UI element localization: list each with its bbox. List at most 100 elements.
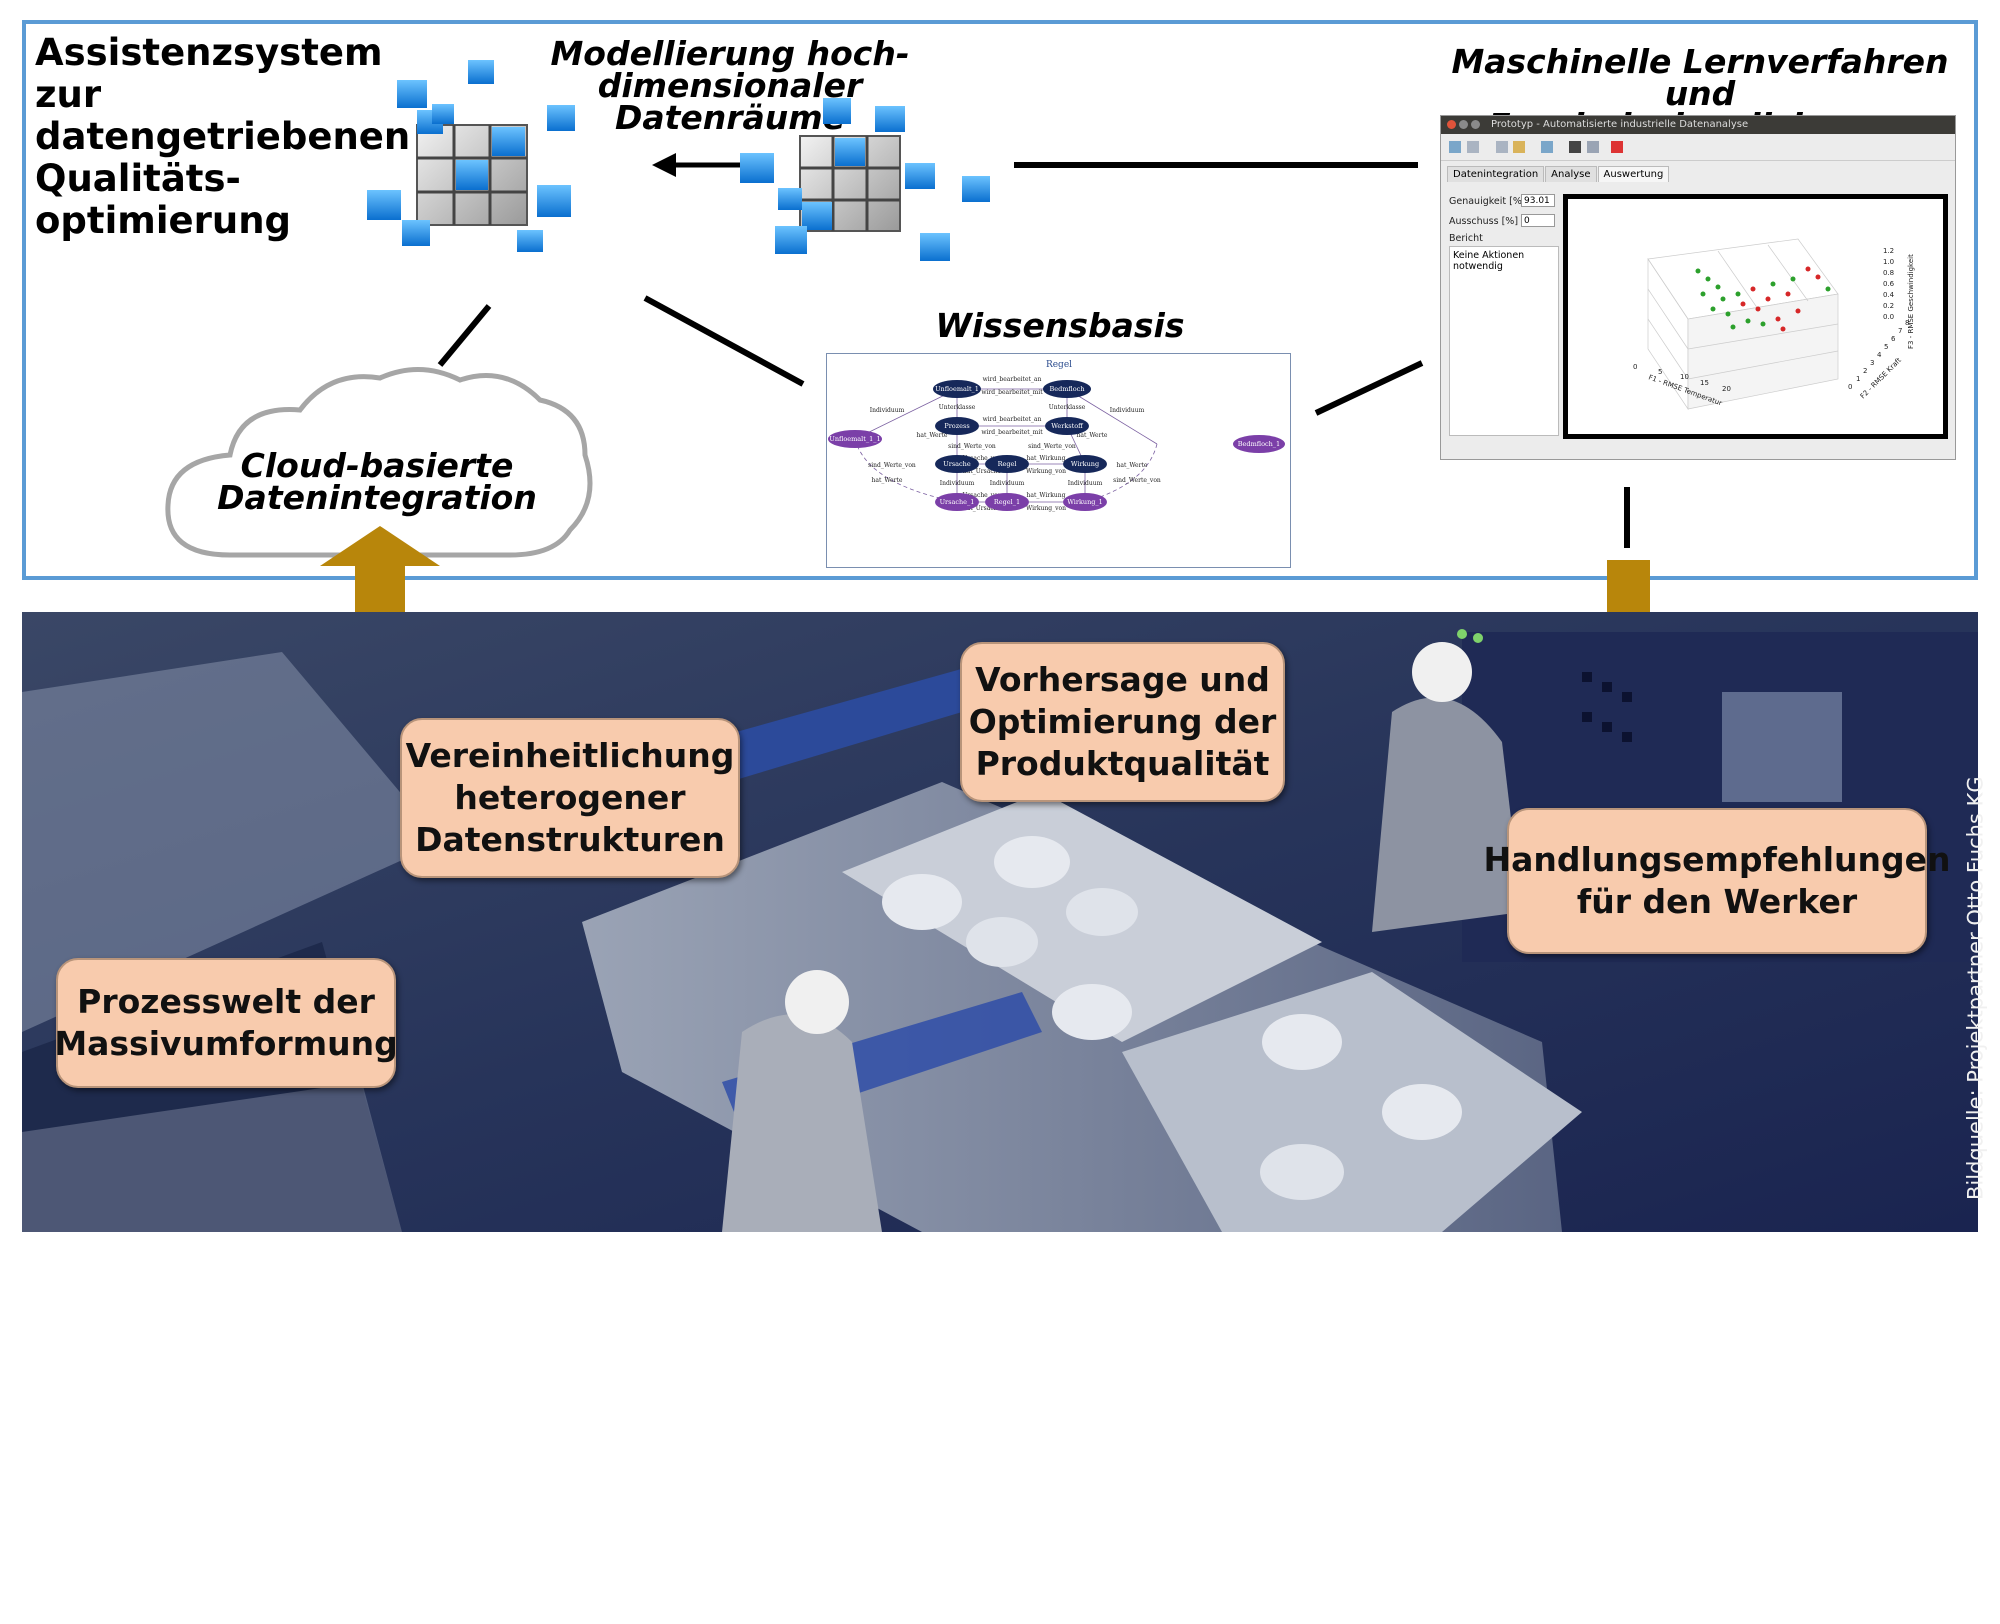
graph-title: Regel — [1046, 360, 1072, 370]
edge-label: hat_Werte — [1077, 432, 1108, 439]
edge-label: hat_Ursache — [963, 468, 1002, 475]
z-tick: 0.6 — [1883, 280, 1895, 288]
z-axis-label: F3 - RMSE Geschwindigkeit — [1907, 254, 1915, 349]
scrap-field[interactable]: 0 — [1521, 214, 1555, 227]
edge-label: Wirkung_von — [1026, 468, 1066, 475]
scatter-point — [1780, 326, 1786, 332]
x-tick: 10 — [1680, 373, 1689, 381]
scatter-point — [1755, 306, 1761, 312]
box-vorhersage: Vorhersage und Optimierung der Produktqu… — [960, 642, 1285, 802]
box-text: Produktqualität — [975, 744, 1270, 783]
worker-right — [1372, 642, 1522, 932]
scatter-point — [1745, 318, 1751, 324]
z-tick: 1.2 — [1883, 247, 1894, 255]
minimize-icon[interactable] — [1459, 120, 1468, 129]
report-text-line-2: notwendig — [1453, 261, 1503, 272]
maximize-icon[interactable] — [1471, 120, 1480, 129]
scatter-point — [1720, 296, 1726, 302]
scatter-point — [1750, 286, 1756, 292]
z-tick: 0.8 — [1883, 269, 1894, 277]
title-line-3: Qualitäts- — [35, 157, 241, 200]
worker-left — [722, 970, 882, 1232]
database-icon[interactable] — [1569, 141, 1581, 153]
connector-cube1-knowledge — [643, 295, 805, 387]
scatter-point — [1725, 311, 1731, 317]
knowledge-graph: Regel wird_bearbeitet_an wird_bearbeitet… — [826, 353, 1291, 568]
y-axis-label: F2 - RMSE Kraft — [1859, 356, 1903, 400]
y-tick: 5 — [1884, 343, 1888, 351]
knowledge-graph-canvas: Regel wird_bearbeitet_an wird_bearbeitet… — [828, 360, 1285, 512]
credit-text: Bildquelle: Projektpartner Otto Fuchs KG — [1964, 776, 1988, 1200]
scatter-point — [1700, 291, 1706, 297]
x-tick: 20 — [1722, 385, 1731, 393]
z-tick: 1.0 — [1883, 258, 1894, 266]
y-tick: 2 — [1863, 367, 1867, 375]
y-tick: 0 — [1848, 383, 1852, 391]
edge-label: Individuum — [990, 480, 1025, 487]
graph-node: Ursache_1 — [940, 498, 975, 506]
edge-label: Individuum — [870, 407, 905, 414]
save-icon[interactable] — [1496, 141, 1508, 153]
report-text-line-1: Keine Aktionen — [1453, 250, 1525, 261]
cloud-icon — [165, 367, 593, 558]
scatter-point — [1790, 276, 1796, 282]
scatter-point — [1805, 266, 1811, 272]
y-tick: 7 — [1898, 327, 1902, 335]
tab-auswertung[interactable]: Auswertung — [1597, 166, 1670, 182]
title-line-4: optimierung — [35, 199, 292, 242]
report-label: Bericht — [1449, 233, 1483, 244]
y-tick: 3 — [1870, 359, 1874, 367]
graph-node: Regel_1 — [994, 498, 1020, 506]
link-icon[interactable] — [1467, 141, 1479, 153]
edge-label: Individuum — [940, 480, 975, 487]
scatter-point — [1710, 306, 1716, 312]
graph-node: Ursache — [943, 460, 971, 468]
graph-node: Wirkung_1 — [1067, 498, 1103, 506]
scrap-label: Ausschuss [%] — [1449, 216, 1519, 227]
connector-knowledge-ml — [1314, 360, 1424, 416]
graph-node: Unfloemalt_1_1 — [829, 435, 880, 443]
x-tick: 15 — [1700, 379, 1709, 387]
tab-analyse[interactable]: Analyse — [1545, 166, 1597, 182]
z-tick: 0.2 — [1883, 302, 1894, 310]
cloud-heading: Cloud-basierte Datenintegration — [212, 449, 542, 517]
signal-icon[interactable] — [1587, 141, 1599, 153]
accuracy-label: Genauigkeit [%] — [1449, 196, 1526, 207]
data-cube-icon — [367, 60, 575, 252]
cloud-heading-line-2: Datenintegration — [217, 478, 537, 517]
scatter-3d-canvas: F1 - RMSE Temperatur F2 - RMSE Kraft F3 … — [1633, 238, 1915, 411]
edge-label: hat_Wirkung — [1027, 455, 1066, 462]
export-icon[interactable] — [1513, 141, 1525, 153]
modeling-heading: Modellierung hoch- dimensionaler Datenrä… — [490, 34, 970, 134]
edge-label: wird_bearbeitet_an — [983, 416, 1042, 423]
z-tick: 0.0 — [1883, 313, 1894, 321]
window-titlebar: Prototyp - Automatisierte industrielle D… — [1441, 116, 1955, 134]
edge-label: wird_bearbeitet_an — [983, 376, 1042, 383]
close-icon[interactable] — [1447, 120, 1456, 129]
power-icon[interactable] — [1611, 141, 1623, 153]
toolbar — [1441, 134, 1955, 161]
graph-node: Unfloemalt_1 — [935, 385, 979, 393]
modeling-heading-line-1: Modellierung hoch- — [550, 34, 910, 73]
title-line-2: datengetriebenen — [35, 115, 411, 158]
window-title: Prototyp - Automatisierte industrielle D… — [1491, 119, 1749, 130]
up-arrow-icon — [320, 526, 440, 636]
edge-label: Ursache_von — [962, 492, 1001, 499]
edge-label: Wirkung_von — [1026, 505, 1066, 512]
box-vereinheitlichung: Vereinheitlichung heterogener Datenstruk… — [400, 718, 740, 878]
ml-heading-line-1: Maschinelle Lernverfahren — [1451, 42, 1949, 81]
scatter-points — [1695, 266, 1831, 332]
edge-label: sind_Werte_von — [1028, 443, 1076, 450]
box-text: für den Werker — [1576, 882, 1858, 921]
y-tick: 1 — [1856, 375, 1860, 383]
scatter-point — [1740, 301, 1746, 307]
settings-icon[interactable] — [1541, 141, 1553, 153]
open-icon[interactable] — [1449, 141, 1461, 153]
edge-label: Ursache_von — [962, 455, 1001, 462]
scatter-point — [1785, 291, 1791, 297]
accuracy-field[interactable]: 93.01 — [1521, 194, 1555, 207]
edge-label: hat_Werte — [917, 432, 948, 439]
edge-label: hat_Wirkung — [1027, 492, 1066, 499]
tab-datenintegration[interactable]: Datenintegration — [1447, 166, 1545, 182]
